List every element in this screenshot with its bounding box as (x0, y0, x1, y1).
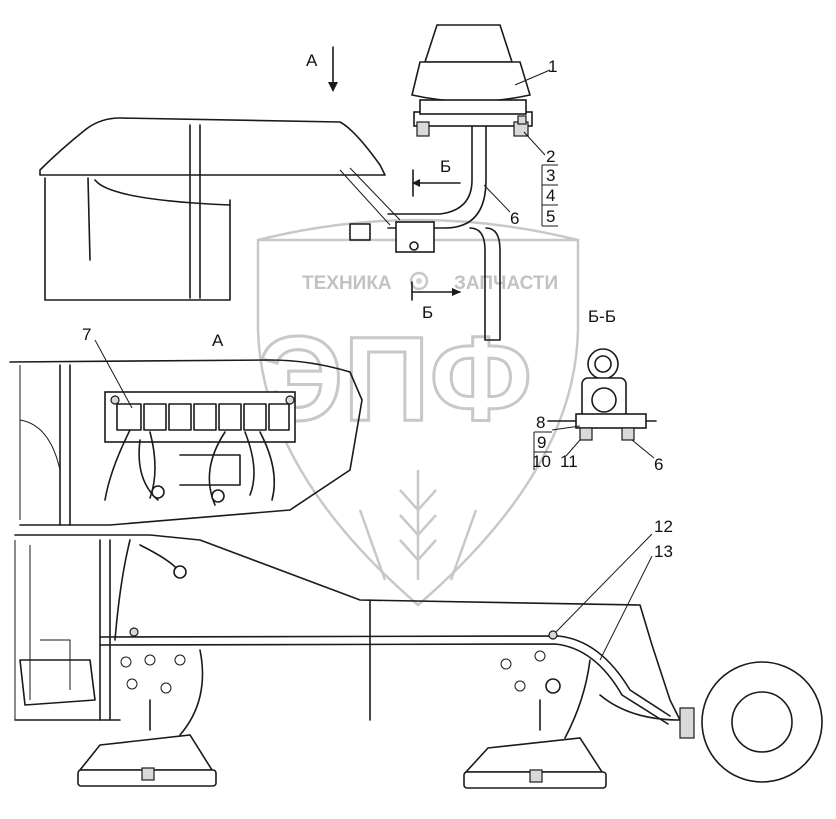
view-a-detail-label: А (212, 331, 224, 350)
section-b-markers: Б Б (411, 157, 461, 322)
watermark-wheat-icon (358, 470, 478, 581)
view-a-label: А (306, 51, 318, 70)
callouts-beacon: 1 2 3 4 5 6 (483, 57, 558, 228)
callout-7: 7 (82, 325, 91, 344)
watermark-monogram: ЭПФ (258, 312, 532, 446)
machine-side-view (14, 534, 681, 725)
callout-2: 2 (546, 147, 555, 166)
section-b-bottom-label: Б (422, 303, 433, 322)
view-a-panel: А 7 (9, 325, 363, 526)
section-bb-title: Б-Б (588, 307, 616, 326)
cab-roof (39, 117, 401, 301)
callout-12: 12 (654, 517, 673, 536)
view-a-wiring (104, 429, 276, 506)
watermark-gear-icon (409, 271, 429, 291)
callout-6: 6 (510, 209, 519, 228)
section-b-top-label: Б (440, 157, 451, 176)
callout-4: 4 (546, 186, 555, 205)
callout-6-section: 6 (654, 455, 663, 474)
work-light-right (463, 659, 607, 789)
callout-1: 1 (548, 57, 557, 76)
callout-8: 8 (536, 413, 545, 432)
beacon-bolt-left (416, 121, 430, 137)
round-lamp (599, 661, 823, 783)
work-light-left (77, 649, 217, 787)
callout-13: 13 (654, 542, 673, 561)
machine-panel-holes (120, 650, 561, 694)
callout-5: 5 (546, 207, 555, 226)
beacon-lamp (411, 24, 533, 137)
watermark-right-word: ЗАПЧАСТИ (454, 273, 558, 294)
callout-9: 9 (537, 433, 546, 452)
callouts-section: 8 9 10 11 6 (532, 413, 663, 474)
view-a-indicator: А (306, 46, 338, 92)
watermark-banner (257, 218, 579, 242)
callout-3: 3 (546, 166, 555, 185)
switch-panel (110, 395, 295, 431)
callout-11: 11 (560, 452, 578, 471)
watermark-left-word: ТЕХНИКА (302, 273, 392, 294)
callout-10: 10 (532, 452, 551, 471)
section-bb-detail: Б-Б (547, 307, 657, 441)
beacon-bracket-tube (349, 125, 501, 341)
watermark: ЭПФ ТЕХНИКА ЗАПЧАСТИ (257, 218, 580, 607)
callouts-bottom: 12 13 (555, 517, 673, 661)
